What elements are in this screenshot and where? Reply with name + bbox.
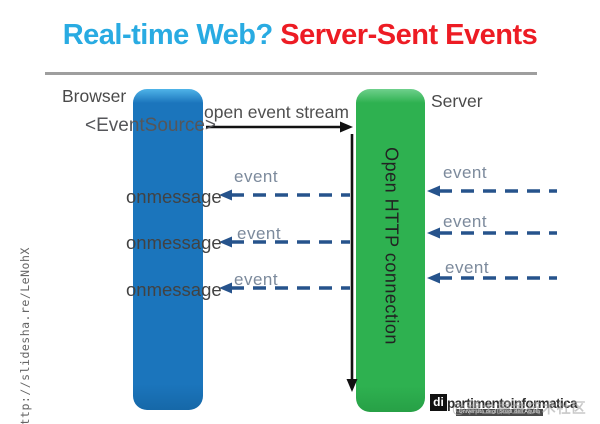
divider-line [45, 72, 537, 75]
onmessage-label: onmessage [126, 232, 222, 253]
event-label: event [234, 167, 279, 186]
event-dashed-arrow-right-1 [427, 185, 557, 197]
title-question: Real-time Web? [62, 19, 281, 51]
event-label: event [234, 270, 279, 289]
event-label: event [443, 163, 488, 182]
logo-mark: di [430, 394, 447, 411]
open-stream-label: open event stream [204, 102, 349, 122]
page-title: Real-time Web? Server-Sent Events [0, 19, 600, 52]
browser-label: Browser [62, 86, 127, 106]
open-stream-arrow [206, 121, 353, 133]
title-topic: Server-Sent Events [280, 19, 538, 51]
event-label: event [443, 212, 488, 231]
server-lifeline-bar [356, 89, 425, 412]
http-connection-label: Open HTTP connection [381, 147, 402, 345]
event-label: event [445, 258, 490, 277]
onmessage-label: onmessage [126, 279, 222, 300]
onmessage-label: onmessage [126, 186, 222, 207]
event-label: event [237, 224, 282, 243]
site-watermark: @稀土掘金技术社区 [452, 400, 587, 416]
browser-lifeline-bar [133, 89, 203, 410]
logo-subtitle: Università degli Studi dell'Aquila [456, 409, 544, 416]
logo-name: partimentoinformatica [447, 396, 578, 411]
eventsource-label: <EventSource> [85, 115, 216, 136]
server-label: Server [431, 91, 483, 111]
event-dashed-arrow-left-1 [219, 189, 350, 201]
share-url-watermark: http://slidesha.re/LeNohX [18, 247, 32, 424]
